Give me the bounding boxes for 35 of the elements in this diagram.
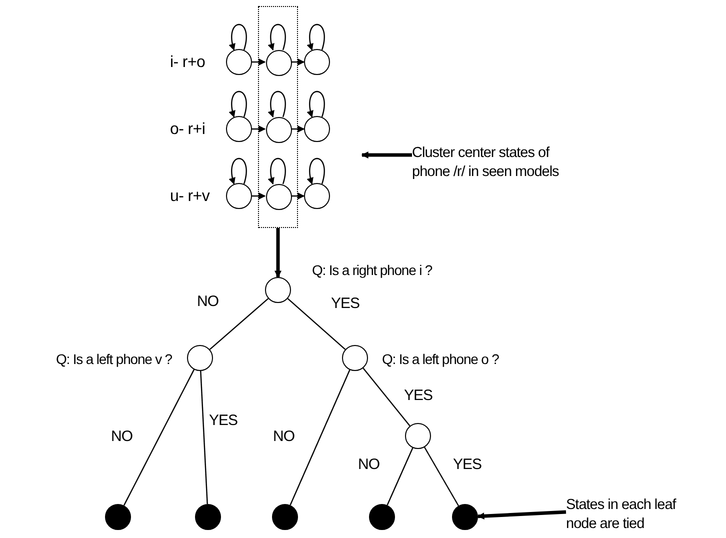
annotation-text: States in each leaf node are tied: [566, 496, 678, 534]
question-text: Q: Is a left phone v ?: [55, 350, 172, 369]
self-loop-arrow: [268, 24, 286, 51]
branch-line: [200, 370, 208, 504]
self-loop-arrow: [229, 158, 247, 185]
annotation-text: Cluster center states of phone /r/ in seen models: [412, 144, 560, 182]
branch-line: [123, 369, 195, 506]
question-text: Q: Is a left phone o ?: [382, 350, 499, 369]
self-loop-arrow: [229, 91, 247, 118]
arrow: [291, 58, 305, 66]
branch-line: [362, 368, 410, 426]
arrow: [477, 510, 566, 520]
self-loop-arrow: [268, 158, 286, 185]
arrow: [252, 58, 266, 66]
branch-line: [424, 446, 459, 506]
arrow: [291, 192, 305, 200]
arrow: [274, 228, 282, 278]
row-label: u- r+v: [170, 187, 210, 207]
branch-line: [290, 370, 350, 506]
self-loop-arrow: [307, 158, 325, 185]
arrow: [291, 126, 305, 132]
row-label: i- r+o: [170, 53, 206, 73]
self-loop-arrow: [229, 24, 247, 51]
row-label: o- r+i: [170, 120, 206, 140]
branch-line: [287, 298, 346, 350]
arrow: [252, 126, 266, 132]
self-loop-arrow: [268, 91, 286, 118]
branch-line: [209, 298, 269, 350]
branch-line: [386, 448, 414, 506]
dotted-frame: [258, 6, 298, 228]
self-loop-arrow: [307, 91, 325, 118]
arrow: [252, 192, 266, 200]
self-loop-arrow: [307, 24, 325, 51]
arrow: [361, 152, 412, 158]
question-text: Q: Is a right phone i ?: [312, 261, 432, 280]
